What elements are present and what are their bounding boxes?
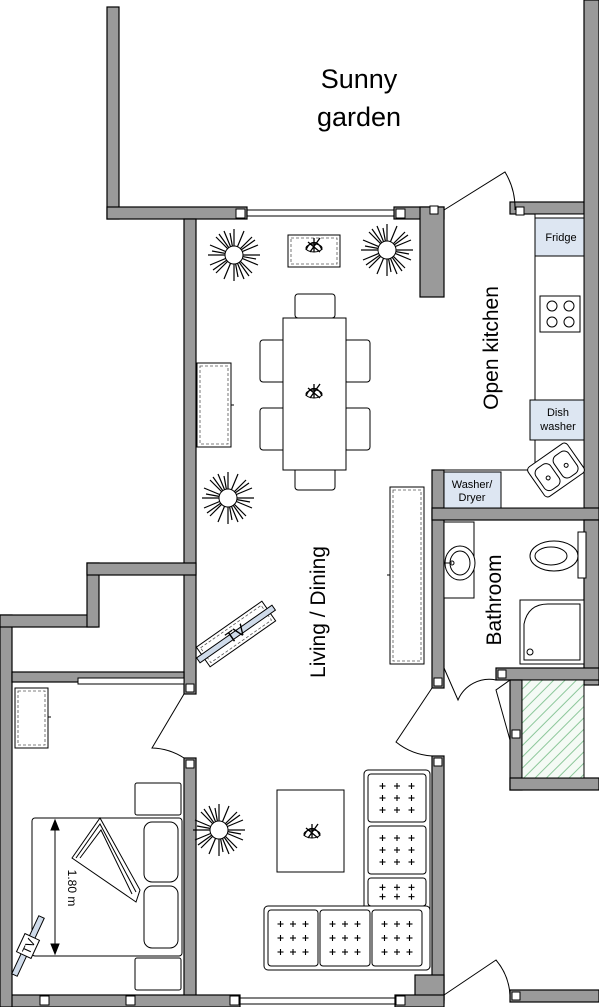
living-wall-west-lower <box>183 757 197 1001</box>
wall-caps <box>39 205 525 1006</box>
doors <box>151 171 516 996</box>
washer-dryer <box>443 471 502 509</box>
chair <box>294 293 336 319</box>
bedroom-wall-west <box>0 614 13 1007</box>
bath-wall-south <box>495 667 599 681</box>
garden-label-line1: Sunny <box>321 64 398 94</box>
south-wall-mid <box>394 994 445 1007</box>
long-cabinet <box>389 486 425 665</box>
chair <box>343 407 371 451</box>
bedroom-wall-north <box>0 614 98 628</box>
living-wall-west <box>183 218 197 695</box>
plant-icon <box>201 471 255 525</box>
plant-icon <box>192 803 246 857</box>
garden-wall-south <box>106 206 248 220</box>
bedroom-tv-icon: TV <box>11 915 45 977</box>
bed-dimension <box>50 818 60 956</box>
toilet-icon <box>529 531 587 579</box>
bathroom: Bathroom <box>443 521 587 779</box>
storage-hatched <box>521 679 585 779</box>
nightstand <box>134 782 182 816</box>
east-wall-upper <box>583 0 599 521</box>
chair <box>343 339 371 383</box>
dresser <box>14 687 49 749</box>
living-dining: TV Living / Dining <box>192 223 431 971</box>
dishwasher-label-1: Dish <box>547 407 569 419</box>
bedroom: 1.80 m TV <box>11 677 185 991</box>
bed-width-label: 1.80 m <box>65 870 79 907</box>
living-wall-east-lower <box>431 755 445 1001</box>
side-table <box>287 234 341 268</box>
kitchen-label: Open kitchen <box>480 286 503 410</box>
sink-icon <box>527 442 585 498</box>
bath-wall-north <box>431 507 599 521</box>
column-top <box>419 206 445 298</box>
fridge <box>534 217 585 257</box>
garden-label-line2: garden <box>317 102 401 132</box>
bedroom-tv-label: TV <box>19 937 38 957</box>
dishwasher <box>529 399 585 441</box>
kitchen: Fridge Dish washer Washer/ Dryer Open ki… <box>443 213 585 509</box>
washer-label-2: Dryer <box>459 492 486 504</box>
chair <box>259 407 287 451</box>
tv-icon: TV <box>195 600 277 668</box>
closet-wall-top <box>86 562 197 576</box>
south-wall-left <box>0 994 241 1007</box>
basin-icon <box>444 545 476 581</box>
windows <box>240 205 511 1005</box>
plant-icon <box>207 228 261 282</box>
chair <box>259 339 287 383</box>
living-label: Living / Dining <box>307 546 330 678</box>
nightstand <box>134 957 182 991</box>
sofa <box>263 769 431 971</box>
dishwasher-label-2: washer <box>539 421 576 433</box>
hob-icon <box>539 295 581 333</box>
sideboard <box>196 362 232 448</box>
shower-tray <box>519 599 585 665</box>
garden-wall-west <box>106 6 120 220</box>
fridge-label: Fridge <box>545 232 576 244</box>
washer-label-1: Washer/ <box>452 479 493 491</box>
bath-wall-west <box>431 469 445 689</box>
plant-icon <box>360 223 414 277</box>
niche-wall-south <box>509 777 599 791</box>
bathroom-label: Bathroom <box>483 554 506 645</box>
closet-door <box>77 677 185 685</box>
south-wall-right <box>509 989 599 1003</box>
